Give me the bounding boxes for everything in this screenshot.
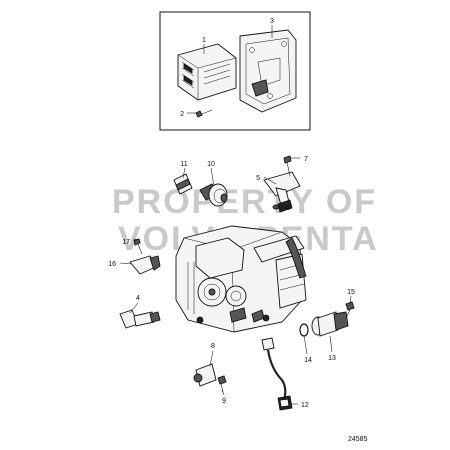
- screw-7: [283, 155, 292, 177]
- mounting-bracket: [239, 29, 297, 113]
- watermark-line-1: PROPERTY OF: [112, 183, 377, 221]
- callout-2: 2: [180, 111, 184, 118]
- figure-number: 24585: [348, 436, 368, 443]
- callout-11: 11: [180, 161, 187, 168]
- screw-2: [195, 109, 213, 118]
- sensor-5: [263, 171, 301, 213]
- callout-13: 13: [328, 355, 336, 362]
- sensor-11: [173, 173, 193, 195]
- callout-10: 10: [207, 161, 215, 168]
- callout-3: 3: [270, 18, 274, 25]
- sensor-4: [119, 309, 161, 329]
- callouts: 1 2 3 4 5 6 7 8 9 10 11 12 13 14 15 16 1…: [108, 18, 355, 409]
- screw-15: [345, 301, 355, 319]
- inset-frame: [159, 11, 311, 131]
- screw-9: [217, 375, 227, 393]
- callout-9: 9: [222, 398, 226, 405]
- sensor-12: [261, 337, 293, 411]
- callout-7: 7: [304, 156, 308, 163]
- sensor-10: [199, 183, 228, 207]
- callout-6: 6: [286, 205, 290, 212]
- control-module: [177, 43, 237, 101]
- callout-15: 15: [347, 289, 355, 296]
- sensor-8: [193, 363, 217, 387]
- oring-14: [299, 323, 309, 337]
- callout-4: 4: [136, 295, 140, 302]
- callout-17: 17: [122, 239, 130, 246]
- leader-lines: [119, 25, 352, 405]
- callout-16: 16: [108, 261, 116, 268]
- callout-1: 1: [202, 37, 206, 44]
- sensor-13: [311, 311, 349, 337]
- screw-17: [133, 238, 143, 255]
- callout-8: 8: [211, 343, 215, 350]
- callout-14: 14: [304, 357, 312, 364]
- sensor-16: [129, 255, 161, 275]
- engine-assembly: [175, 225, 307, 333]
- callout-5: 5: [256, 175, 260, 182]
- callout-12: 12: [301, 402, 309, 409]
